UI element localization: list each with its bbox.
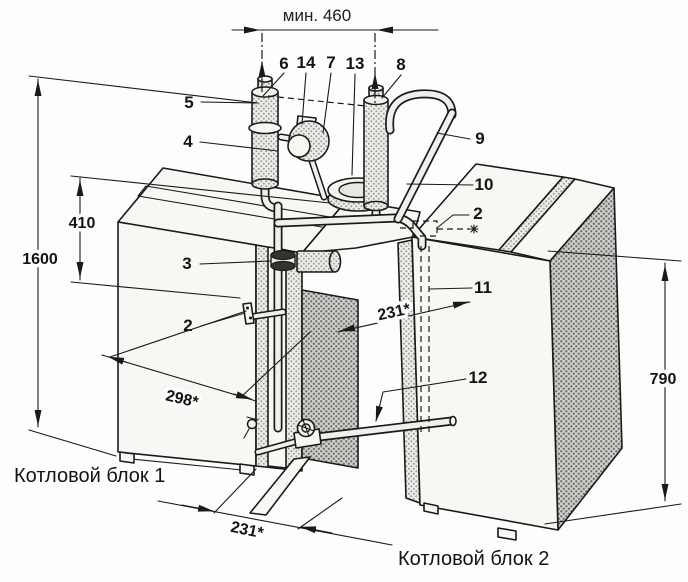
ext-1600-top bbox=[28, 75, 259, 104]
captions: Котловой блок 1 Котловой блок 2 bbox=[14, 465, 549, 570]
ext-298-b bbox=[239, 331, 311, 399]
block1-base-line bbox=[120, 457, 253, 472]
label-13: 13 bbox=[346, 54, 365, 73]
leader-lines bbox=[199, 72, 474, 422]
dim-231mid-line bbox=[337, 301, 471, 333]
block2-foot-front bbox=[497, 527, 517, 541]
label-9: 9 bbox=[475, 129, 484, 148]
ext-790-bottom bbox=[544, 503, 682, 525]
gap-shadow-panel bbox=[301, 289, 359, 469]
leader-13 bbox=[351, 73, 356, 176]
leader-9 bbox=[436, 132, 471, 140]
label-10: 10 bbox=[475, 175, 494, 194]
valve3-flange-bottom bbox=[270, 260, 296, 272]
vessel-right-body bbox=[363, 99, 389, 207]
label-2-right: 2 bbox=[473, 204, 482, 223]
ext-410-bottom bbox=[70, 281, 241, 299]
valve-3-assembly bbox=[270, 249, 342, 273]
drain-pipe-end-cap bbox=[449, 415, 457, 427]
vessel-right-cap-top bbox=[368, 84, 384, 92]
flange-connection-left bbox=[242, 302, 287, 325]
boiler-block-2 bbox=[411, 163, 623, 541]
drain-cock bbox=[246, 418, 258, 430]
leader-8 bbox=[381, 74, 402, 99]
leader-3 bbox=[199, 260, 272, 265]
leader-2-right bbox=[436, 214, 470, 229]
vessel-left-body bbox=[251, 91, 279, 185]
circulation-pump bbox=[287, 115, 330, 162]
dimension-lines bbox=[28, 26, 682, 546]
dim-231-bottom-text: 231* bbox=[229, 519, 265, 543]
vessel-right-top bbox=[363, 94, 389, 106]
vessel-left-top bbox=[251, 86, 279, 98]
block1-foot-left bbox=[119, 451, 135, 464]
label-12: 12 bbox=[469, 368, 488, 387]
leader-7 bbox=[322, 72, 332, 134]
handwheel-spokes bbox=[297, 419, 315, 437]
base-rail bbox=[249, 456, 311, 516]
label-6: 6 bbox=[279, 54, 288, 73]
ext-231bot-a bbox=[213, 468, 257, 514]
vessel-right bbox=[363, 84, 389, 212]
asterisk-mark bbox=[469, 224, 479, 234]
label-11: 11 bbox=[474, 278, 492, 297]
ext-410-top bbox=[70, 175, 331, 204]
label-14: 14 bbox=[297, 53, 316, 72]
label-5: 5 bbox=[184, 93, 193, 112]
leader-5 bbox=[200, 101, 257, 104]
leader-2-left bbox=[200, 312, 246, 327]
vessel-left-bottom bbox=[251, 178, 279, 190]
ext-790-top bbox=[547, 250, 682, 262]
part-labels: 5 4 3 2 6 14 7 13 8 9 10 2 11 12 bbox=[182, 53, 493, 387]
flange-bolt bbox=[249, 316, 252, 320]
caption-boiler-block-1: Котловой блок 1 bbox=[14, 465, 165, 487]
dim-410-text: 410 bbox=[69, 215, 96, 232]
vessel-left bbox=[248, 75, 282, 190]
label-3: 3 bbox=[182, 254, 191, 273]
ext-231bot-b bbox=[297, 497, 343, 530]
block2-foot-left bbox=[423, 502, 439, 515]
leader-6 bbox=[262, 72, 285, 97]
label-7: 7 bbox=[326, 53, 335, 72]
dim-1600-text: 1600 bbox=[22, 251, 58, 268]
drain-cock-handle bbox=[243, 416, 259, 439]
block1-top-step bbox=[137, 185, 331, 228]
leader-12 bbox=[375, 378, 467, 422]
vent-cap-top bbox=[257, 75, 273, 83]
drain-valve-hub bbox=[301, 423, 311, 433]
vessel-right-bottom bbox=[363, 200, 389, 212]
dim-298-line bbox=[101, 354, 257, 402]
pump-front-disc bbox=[287, 134, 311, 158]
block1-foot-right bbox=[239, 463, 255, 476]
block2-front-face bbox=[411, 236, 559, 531]
bottom-piping bbox=[243, 415, 457, 456]
label-2-left: 2 bbox=[183, 316, 192, 335]
valve3-flange-top bbox=[270, 249, 296, 261]
leader-14 bbox=[301, 72, 307, 125]
dim-min460-text: мин. 460 bbox=[283, 6, 351, 25]
leader-11 bbox=[428, 287, 473, 290]
ext-298-a bbox=[109, 310, 247, 358]
ext-1600-bottom bbox=[28, 429, 117, 457]
gap-panels bbox=[249, 239, 421, 516]
pipe-9-group bbox=[385, 89, 457, 224]
label-8: 8 bbox=[396, 55, 405, 74]
datum-dashed-line bbox=[267, 95, 367, 107]
label-4: 4 bbox=[183, 132, 193, 151]
leader-10 bbox=[406, 183, 474, 186]
leader-4 bbox=[199, 141, 279, 152]
dim-790-text: 790 bbox=[650, 371, 677, 388]
check-valve-collar bbox=[248, 121, 282, 135]
caption-boiler-block-2: Котловой блок 2 bbox=[398, 548, 549, 570]
valve3-actuator-cap bbox=[328, 250, 342, 273]
flange-bolt bbox=[246, 306, 249, 310]
